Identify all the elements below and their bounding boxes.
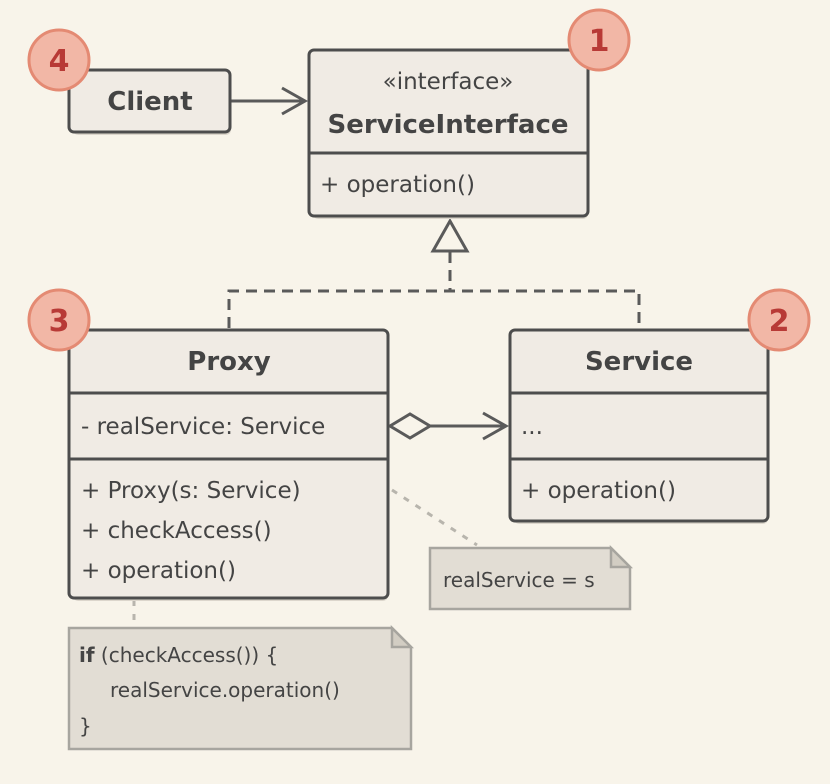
- client-class[interactable]: Client: [67, 68, 232, 135]
- operation-note-line-3: }: [79, 714, 92, 738]
- badge-3-label: 3: [49, 304, 70, 339]
- badge-3: 3: [27, 288, 91, 352]
- if-keyword: if: [79, 643, 95, 667]
- constructor-note-connector: [391, 488, 478, 547]
- constructor-note-text: realService = s: [443, 568, 595, 592]
- realization-connector: [227, 217, 641, 328]
- proxy-method-operation: + operation(): [81, 558, 236, 584]
- operation-note-condition: (checkAccess()) {: [95, 643, 279, 667]
- badge-4: 4: [27, 28, 91, 92]
- service-name: Service: [585, 347, 693, 377]
- proxy-class[interactable]: Proxy - realService: Service + Proxy(s: …: [67, 328, 390, 601]
- client-to-interface-association: [230, 86, 309, 116]
- badge-4-label: 4: [49, 44, 70, 79]
- service-field: ...: [521, 414, 543, 440]
- client-name: Client: [107, 87, 192, 117]
- service-interface-class[interactable]: «interface» ServiceInterface + operation…: [307, 48, 590, 219]
- badge-2-label: 2: [769, 304, 790, 339]
- operation-note: if (checkAccess()) { realService.operati…: [67, 624, 415, 751]
- aggregation-diamond: [387, 412, 433, 440]
- badge-2: 2: [747, 288, 811, 352]
- badge-1-label: 1: [589, 24, 610, 59]
- service-interface-method: + operation(): [320, 172, 475, 198]
- proxy-to-service-aggregation: [387, 411, 510, 441]
- proxy-method-check-access: + checkAccess(): [81, 518, 272, 544]
- constructor-note: realService = s: [428, 544, 634, 611]
- operation-note-line-1: if (checkAccess()) {: [79, 643, 278, 667]
- proxy-field: - realService: Service: [81, 414, 325, 440]
- service-interface-stereotype: «interface»: [383, 69, 514, 95]
- service-class[interactable]: Service ... + operation(): [508, 328, 770, 524]
- realization-arrowhead: [430, 217, 470, 253]
- service-method: + operation(): [521, 478, 676, 504]
- proxy-method-constructor: + Proxy(s: Service): [81, 478, 301, 504]
- proxy-name: Proxy: [187, 347, 271, 377]
- service-interface-name: ServiceInterface: [327, 110, 568, 140]
- badge-1: 1: [567, 8, 631, 72]
- operation-note-line-2: realService.operation(): [110, 678, 340, 702]
